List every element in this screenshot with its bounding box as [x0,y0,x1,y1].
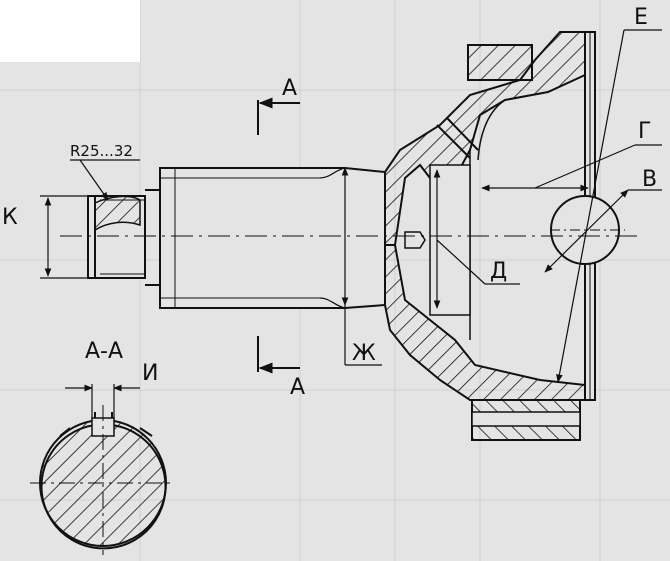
label-box [0,0,140,62]
dim-v-line [544,189,662,273]
dim-zh-label: Ж [352,341,376,366]
dim-k-label: К [2,205,18,230]
section-arrow-top [257,97,300,135]
dim-e-label: Е [634,5,648,30]
dim-g-line [481,144,662,192]
section-mark-top: А [282,76,297,101]
dim-d-label: Д [490,259,507,284]
section-title: А-А [85,339,123,364]
dim-g-label: Г [638,119,651,144]
section-a-a [30,384,175,555]
spline-cut [94,195,141,232]
dim-k-line [40,195,88,279]
dim-v-label: В [642,167,657,192]
dim-zh-line [341,167,382,366]
section-mark-bottom: А [290,375,305,400]
radius-leader [70,159,140,201]
dim-d-line [433,169,520,309]
section-arrow-bottom [257,336,300,374]
dim-i-label: И [142,361,158,386]
radius-note: R25...32 [70,142,133,160]
shaft [87,167,386,309]
